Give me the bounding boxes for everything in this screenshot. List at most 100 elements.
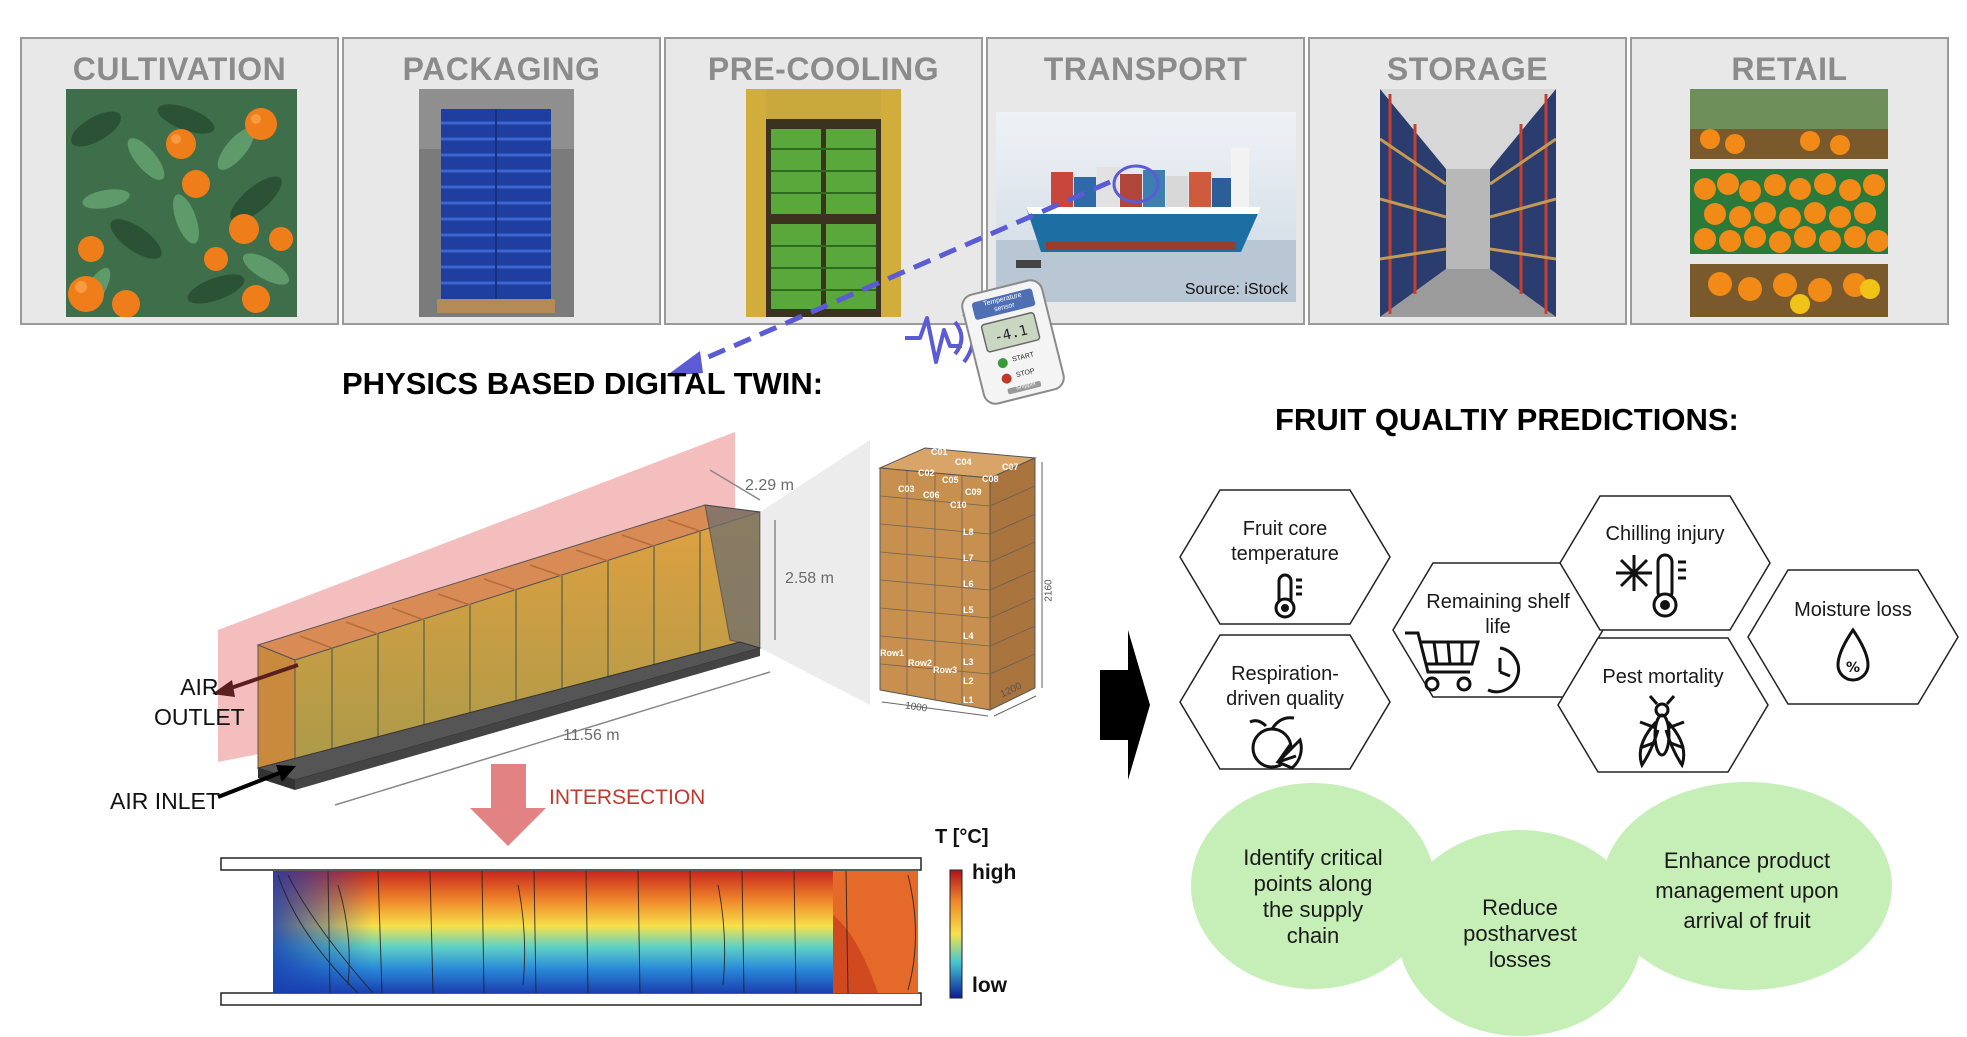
hexagon-label-line: life (1485, 616, 1511, 638)
orange-tree-photo (66, 89, 297, 317)
air-inlet-label: AIR INLET (110, 788, 220, 814)
hexagon-label-core-temp: Fruit core temperature (1195, 517, 1375, 567)
container-length-dim: 11.56 m (563, 727, 620, 744)
snowflake-thermometer-icon (1616, 553, 1686, 618)
air-inlet-arrow (217, 770, 283, 799)
cart-clock-icon (1405, 631, 1521, 694)
row-label: Row1 (880, 648, 905, 658)
air-outlet-arrow (224, 663, 299, 692)
thermometer-icon (1274, 573, 1302, 619)
layer-label: L2 (963, 676, 974, 686)
predictions-heading: FRUIT QUALTIY PREDICTIONS: (1275, 402, 1739, 437)
citrus-icon (1249, 716, 1303, 770)
photo-source-credit: Source: iStock (1185, 281, 1289, 298)
outcome-label-line: Identify critical (1243, 845, 1383, 870)
row-label: Row2 (908, 658, 933, 668)
hexagon-label-line: Moisture loss (1794, 599, 1912, 621)
air-outlet-label: AIR OUTLET (154, 672, 245, 732)
pallet-boxes-photo (419, 89, 574, 317)
outcome-label-line: postharvest (1463, 921, 1577, 946)
intersection-arrow (470, 764, 546, 846)
temperature-sensor-device: -4.1 Temperature sensor START STOP Shipp… (955, 273, 1071, 411)
legend-title: T [°C] (935, 826, 989, 848)
hexagon-label-line: Chilling injury (1605, 523, 1725, 545)
hexagon-label-chilling: Chilling injury (1575, 522, 1755, 547)
layer-label: L1 (963, 695, 974, 705)
stage-title: PACKAGING (402, 51, 601, 87)
cold-storage-photo (1380, 89, 1556, 317)
carton-label: C03 (898, 484, 915, 494)
carton-label: C08 (982, 474, 999, 484)
outcome-label-line: points along (1253, 871, 1373, 896)
layer-label: L5 (963, 605, 974, 615)
legend-low-label: low (972, 974, 1007, 997)
outcome-label-reduce-losses: Reduce postharvest losses (1420, 895, 1620, 973)
carton-label: C10 (950, 500, 967, 510)
svg-text:-4.1: -4.1 (993, 322, 1030, 346)
hexagon-respiration (1179, 634, 1391, 770)
outcome-circle-critical-points (1191, 783, 1435, 989)
outcome-label-line: the supply (1262, 897, 1364, 922)
air-outlet-label-line: OUTLET (154, 704, 245, 730)
stage-title: STORAGE (1386, 51, 1549, 87)
outcome-circle-product-management (1602, 782, 1892, 990)
carton-label: C09 (965, 487, 982, 497)
outcome-circle-reduce-losses (1398, 830, 1642, 1036)
digital-twin-heading: PHYSICS BASED DIGITAL TWIN: (342, 366, 824, 401)
temperature-sensor-icon: -4.1 (961, 279, 1065, 405)
hexagon-label-line: Fruit core (1242, 518, 1328, 540)
hexagon-label-line: driven quality (1226, 688, 1344, 710)
hexagon-moisture (1747, 569, 1959, 705)
temperature-legend-bar (949, 869, 963, 999)
carton-label: C02 (918, 468, 935, 478)
outcome-label-line: losses (1488, 947, 1552, 972)
hexagon-label-respiration: Respiration- driven quality (1195, 662, 1375, 712)
outcome-label-line: management upon (1655, 878, 1839, 903)
stage-packaging: PACKAGING (342, 37, 661, 325)
stage-storage: STORAGE (1308, 37, 1627, 325)
carton-label: C01 (931, 447, 948, 457)
outcome-label-product-management: Enhance product management upon arrival … (1622, 846, 1872, 936)
fly-icon (1638, 695, 1686, 769)
carton-label: C06 (923, 490, 940, 500)
intersection-label: INTERSECTION (549, 786, 706, 809)
carton-label: C04 (955, 457, 972, 467)
stage-retail: RETAIL (1630, 37, 1949, 325)
outcome-label-line: chain (1286, 923, 1340, 948)
percent-glyph: % (1846, 660, 1860, 676)
hexagon-core-temp (1179, 489, 1391, 625)
layer-label: L8 (963, 527, 974, 537)
hexagon-label-line: Remaining shelf (1426, 591, 1570, 613)
hexagon-label-shelf-life: Remaining shelf life (1398, 590, 1598, 640)
container-height-dim: 2.58 m (785, 570, 834, 587)
water-drop-percent-icon (1836, 627, 1870, 682)
layer-label: L7 (963, 553, 974, 563)
hexagon-label-line: temperature (1231, 543, 1339, 565)
outcome-label-line: arrival of fruit (1683, 908, 1811, 933)
hexagon-chilling (1559, 495, 1771, 631)
stage-cultivation: CULTIVATION (20, 37, 339, 325)
pallet-model (878, 447, 1043, 717)
outcome-label-line: Reduce (1482, 895, 1558, 920)
legend-high-label: high (972, 861, 1017, 884)
air-outlet-label-line: AIR (180, 674, 219, 700)
hexagon-label-line: Respiration- (1231, 663, 1339, 685)
stage-title: PRE-COOLING (707, 51, 940, 87)
stage-title: CULTIVATION (72, 51, 287, 87)
row-label: Row3 (933, 665, 958, 675)
layer-label: L6 (963, 579, 974, 589)
temperature-field-plot (220, 857, 922, 1006)
sensor-location-marker (1112, 164, 1160, 204)
outcome-label-line: Enhance product (1663, 848, 1831, 873)
carton-label: C05 (942, 475, 959, 485)
carton-label: C07 (1002, 462, 1019, 472)
hexagon-label-line: Pest mortality (1602, 666, 1724, 688)
retail-oranges-photo (1690, 89, 1888, 317)
plot-top-duct (220, 857, 922, 871)
stage-title: TRANSPORT (1043, 51, 1248, 87)
flow-arrow-icon (1100, 630, 1150, 780)
hexagon-label-pest: Pest mortality (1573, 665, 1753, 690)
